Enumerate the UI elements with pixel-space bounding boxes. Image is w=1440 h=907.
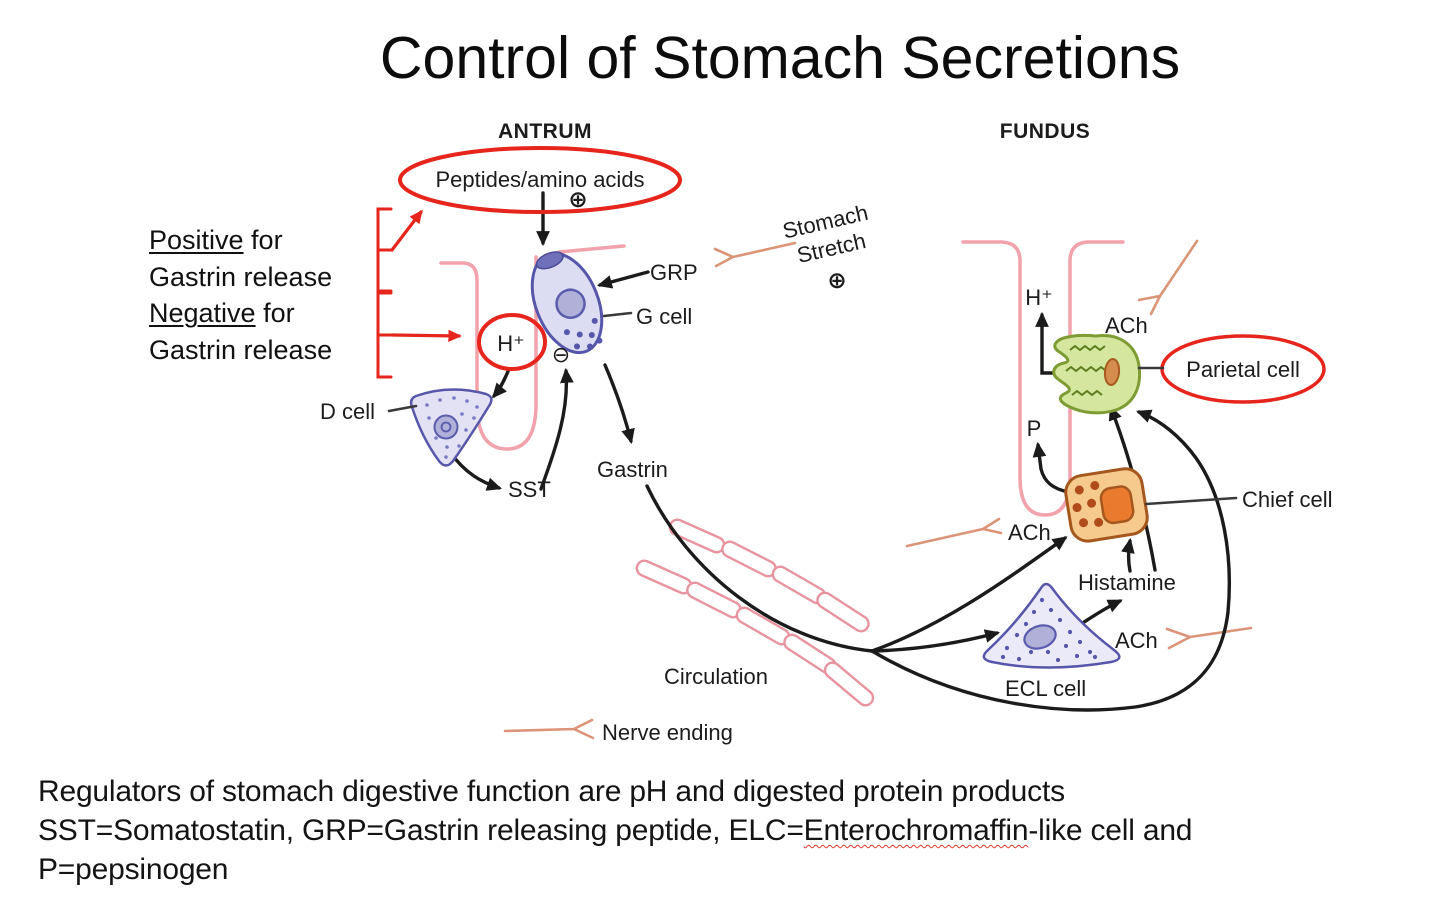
gastrin-release-legend: Positive for Gastrin release Negative fo… [149, 222, 332, 368]
arrow-branch-to-chief [870, 536, 1068, 653]
sst-label: SST [508, 477, 551, 502]
ach-ecl-label: ACh [1115, 628, 1158, 653]
ach-parietal-label: ACh [1105, 313, 1148, 338]
g-cell [530, 251, 604, 355]
ecl-cell [982, 582, 1121, 669]
red-arrow-to-peptides [390, 209, 423, 252]
fundus-heading: FUNDUS [1000, 120, 1091, 143]
parietal-cell-label: Parietal cell [1186, 357, 1300, 382]
footer-notes: Regulators of stomach digestive function… [38, 772, 1192, 889]
antrum-pit [439, 255, 538, 451]
arrow-histamine-to-chief [1121, 537, 1135, 573]
chief-label-line [1144, 496, 1238, 506]
chief-cell-granules [1072, 481, 1104, 528]
fundus-top-nerve-icon [1137, 239, 1199, 316]
hplus-antrum-label: H⁺ [497, 331, 525, 356]
label-connectors [387, 311, 1238, 506]
footer-line2-before: SST=Somatostatin, GRP=Gastrin releasing … [38, 814, 804, 847]
nerve-ending-legend-icon [503, 718, 595, 740]
positive-rest: for [243, 225, 283, 255]
parietal-cell [1052, 333, 1142, 415]
g-cell-apical-cap [535, 251, 564, 270]
peptides-label: Peptides/amino acids [435, 167, 644, 192]
ecl-cell-granules [1000, 597, 1098, 663]
arrow-loop-to-parietal [870, 409, 1231, 712]
chief-cell-label: Chief cell [1242, 487, 1332, 512]
negative-word: Negative [149, 298, 256, 328]
positive-bracket [376, 207, 394, 293]
nerve-endings [503, 239, 1253, 740]
stomach-stretch-nerve-icon [713, 241, 797, 268]
ecl-cell-body [982, 582, 1121, 669]
parietal-canaliculi [1065, 345, 1107, 396]
arrow-ecl-to-histamine [1076, 599, 1123, 628]
arrow-sst-to-gcell [539, 367, 574, 491]
arrow-hplus-to-dcell [491, 367, 511, 399]
gland-outlines [439, 240, 1125, 517]
gcell-label-line [602, 311, 633, 318]
fundus-pit [961, 240, 1125, 517]
negative-line2: Gastrin release [149, 334, 333, 365]
red-arrow-to-hplus [390, 329, 462, 343]
negative-line1: Negative for [149, 295, 332, 332]
ach-chief-label: ACh [1008, 520, 1051, 545]
positive-line2: Gastrin release [149, 261, 333, 292]
stomach-stretch-label: Stomach Stretch [780, 200, 870, 268]
p-label: P [1027, 416, 1042, 441]
footer-line2: SST=Somatostatin, GRP=Gastrin releasing … [38, 811, 1192, 850]
footer-line3: P=pepsinogen [38, 853, 229, 886]
nerve-ending-label: Nerve ending [602, 720, 733, 745]
gastrin-label: Gastrin [597, 457, 668, 482]
arrow-gcell-to-gastrin [603, 363, 635, 445]
dcell-label: D cell [320, 399, 375, 424]
chief-cell [1064, 467, 1149, 543]
footer-line1: Regulators of stomach digestive function… [38, 775, 1065, 808]
ecl-cell-label: ECL cell [1005, 676, 1086, 701]
g-cell-nucleus [555, 288, 586, 319]
d-cell-nucleus [433, 414, 459, 440]
hplus-circle [477, 313, 547, 371]
arrow-grp-to-gcell [596, 270, 650, 289]
antrum-surface-line [557, 244, 626, 254]
d-cell-nucleolus [440, 421, 452, 433]
circulation-label: Circulation [664, 664, 768, 689]
positive-word: Positive [149, 225, 244, 255]
histamine-label: Histamine [1078, 570, 1176, 595]
circulation-vessels [635, 518, 875, 707]
negative-rest: for [255, 298, 295, 328]
arrow-parietal-to-hplus [1035, 311, 1059, 375]
peptides-ellipse [398, 146, 682, 214]
grp-label: GRP [650, 260, 698, 285]
plus-circle-icon: ⊕ [568, 186, 587, 212]
plus-circle-icon: ⊕ [827, 267, 846, 293]
arrow-dcell-to-sst [448, 450, 502, 491]
red-annotations [376, 207, 462, 379]
negative-bracket [376, 291, 394, 379]
footer-line2-after: -like cell and [1028, 814, 1193, 847]
chief-ach-nerve-icon [905, 517, 1003, 548]
dcell-label-line [387, 404, 418, 413]
chief-cell-nucleus [1099, 485, 1135, 525]
gcell-label: G cell [636, 304, 692, 329]
hplus-fundus-label: H⁺ [1025, 285, 1053, 310]
footer-line2-wavy-word: Enterochromaffin [803, 814, 1029, 847]
g-cell-granules [563, 317, 603, 350]
positive-line1: Positive for [149, 222, 332, 259]
antrum-heading: ANTRUM [498, 120, 592, 143]
page-title: Control of Stomach Secretions [379, 25, 1181, 91]
ecl-ach-nerve-icon [1165, 626, 1253, 650]
arrow-chief-to-p [1032, 441, 1071, 494]
gastrin-circulation-trunk [645, 484, 874, 653]
minus-circle-icon: ⊖ [552, 342, 570, 367]
parietal-cell-nucleus [1103, 358, 1121, 386]
arrow-branch-to-ecl [870, 629, 1001, 653]
ecl-cell-nucleus [1023, 624, 1057, 650]
